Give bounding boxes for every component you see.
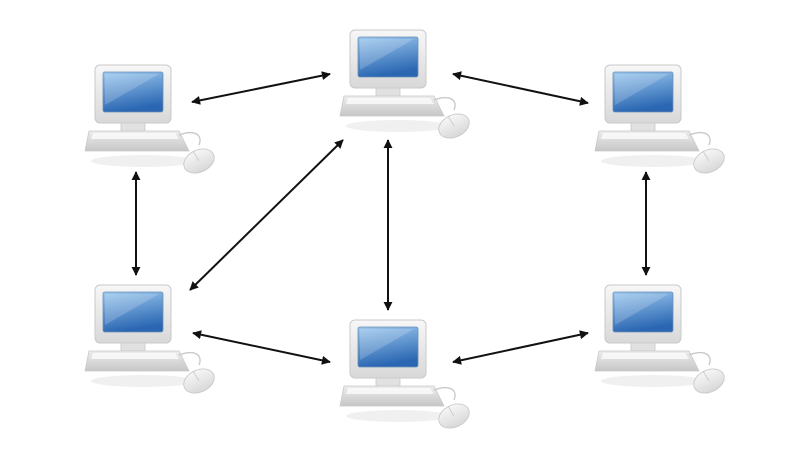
arrow-top-center-to-bottom-left (189, 139, 344, 291)
monitor-neck (375, 377, 401, 387)
keyboard-highlight (346, 98, 434, 104)
monitor-screen (357, 36, 419, 78)
monitor-screen (102, 291, 164, 333)
arrow-top-left-to-top-center (191, 71, 331, 105)
monitor-neck (630, 342, 656, 352)
computer-bottom-right (594, 284, 725, 394)
screen-glare (105, 74, 159, 105)
mouse-button-divider (447, 405, 455, 417)
desktop-computer-icon (339, 319, 470, 429)
mouse-cable (433, 386, 456, 401)
monitor-neck (120, 342, 146, 352)
mouse-button-divider (192, 370, 200, 382)
keyboard-highlight (601, 133, 689, 139)
mouse-cable (178, 131, 201, 146)
keyboard-highlight (601, 353, 689, 359)
mouse-cable (688, 351, 711, 366)
shadow (91, 375, 195, 387)
desktop-computer-icon (594, 64, 725, 174)
arrow-bottom-center-to-bottom-right (452, 330, 589, 365)
arrow-bottom-left-to-bottom-center (192, 330, 331, 365)
mouse-button-divider (192, 150, 200, 162)
keyboard-highlight (91, 133, 179, 139)
screen-glare (615, 294, 669, 325)
computer-top-left (84, 64, 215, 174)
keyboard-highlight (91, 353, 179, 359)
computer-bottom-center (339, 319, 470, 429)
desktop-computer-icon (339, 29, 470, 139)
connections-layer (131, 71, 651, 365)
nodes-layer (84, 29, 725, 429)
computer-top-right (594, 64, 725, 174)
keyboard-highlight (346, 388, 434, 394)
screen-glare (615, 74, 669, 105)
monitor-screen (102, 71, 164, 113)
mouse-cable (433, 96, 456, 111)
mouse-cable (688, 131, 711, 146)
shadow (601, 375, 705, 387)
arrow-top-center-to-top-right (452, 71, 589, 106)
desktop-computer-icon (84, 64, 215, 174)
shadow (346, 410, 450, 422)
desktop-computer-icon (84, 284, 215, 394)
screen-glare (105, 294, 159, 325)
shadow (601, 155, 705, 167)
monitor-neck (630, 122, 656, 132)
monitor-screen (612, 291, 674, 333)
shadow (346, 120, 450, 132)
computer-bottom-left (84, 284, 215, 394)
monitor-screen (612, 71, 674, 113)
monitor-neck (120, 122, 146, 132)
desktop-computer-icon (594, 284, 725, 394)
mouse-button-divider (702, 150, 710, 162)
mouse-button-divider (702, 370, 710, 382)
screen-glare (360, 39, 414, 70)
mouse-button-divider (447, 115, 455, 127)
monitor-screen (357, 326, 419, 368)
mouse-cable (178, 351, 201, 366)
screen-glare (360, 329, 414, 360)
shadow (91, 155, 195, 167)
computer-top-center (339, 29, 470, 139)
monitor-neck (375, 87, 401, 97)
